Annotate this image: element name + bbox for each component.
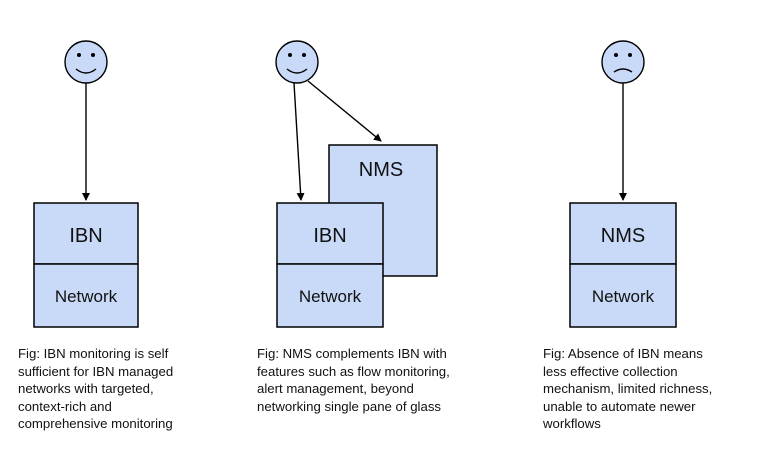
caption-ibn-only: Fig: IBN monitoring is self sufficient f… bbox=[18, 345, 173, 433]
user-to-nms-arrow bbox=[307, 80, 382, 142]
caption-line: less effective collection bbox=[543, 363, 678, 379]
caption-line: networking single pane of glass bbox=[257, 398, 442, 414]
nms-box: NMS bbox=[569, 202, 677, 265]
caption-line: alert management, beyond bbox=[257, 381, 414, 396]
caption-line: Fig: Absence of IBN means bbox=[543, 346, 703, 361]
caption-line: Fig: NMS complements IBN with bbox=[257, 346, 447, 361]
nms-label: NMS bbox=[359, 159, 403, 181]
caption-line: sufficient for IBN managed bbox=[18, 363, 174, 379]
user-to-ibn-arrow bbox=[293, 82, 305, 201]
caption-line: mechanism, limited richness, bbox=[543, 381, 713, 396]
ibn-label: IBN bbox=[313, 225, 346, 247]
network-box: Network bbox=[33, 263, 139, 328]
network-box: Network bbox=[569, 263, 677, 328]
caption-line: unable to automate newer bbox=[543, 398, 696, 414]
caption-line: context-rich and bbox=[18, 398, 112, 414]
frowny-face-icon bbox=[601, 40, 645, 84]
caption-line: Fig: IBN monitoring is self bbox=[18, 346, 169, 361]
panel-ibn-only: IBN Network bbox=[33, 40, 139, 328]
ibn-label: IBN bbox=[69, 225, 102, 247]
network-label: Network bbox=[55, 287, 118, 306]
caption-line: workflows bbox=[543, 416, 601, 431]
smiley-face-icon bbox=[275, 40, 319, 84]
panel-nms-only: NMS Network bbox=[569, 40, 677, 328]
network-box: Network bbox=[276, 263, 384, 328]
ibn-box: IBN bbox=[33, 202, 139, 265]
caption-ibn-with-nms: Fig: NMS complements IBN with features s… bbox=[257, 345, 450, 415]
caption-line: networks with targeted, bbox=[18, 381, 154, 396]
network-label: Network bbox=[592, 287, 655, 306]
network-label: Network bbox=[299, 287, 362, 306]
panel-ibn-with-nms: NMS IBN Network bbox=[275, 40, 438, 328]
ibn-box: IBN bbox=[276, 202, 384, 265]
caption-nms-only: Fig: Absence of IBN means less effective… bbox=[543, 345, 712, 433]
smiley-face-icon bbox=[64, 40, 108, 84]
caption-line: features such as flow monitoring, bbox=[257, 363, 450, 379]
caption-line: comprehensive monitoring bbox=[18, 416, 173, 431]
nms-label: NMS bbox=[601, 225, 645, 247]
